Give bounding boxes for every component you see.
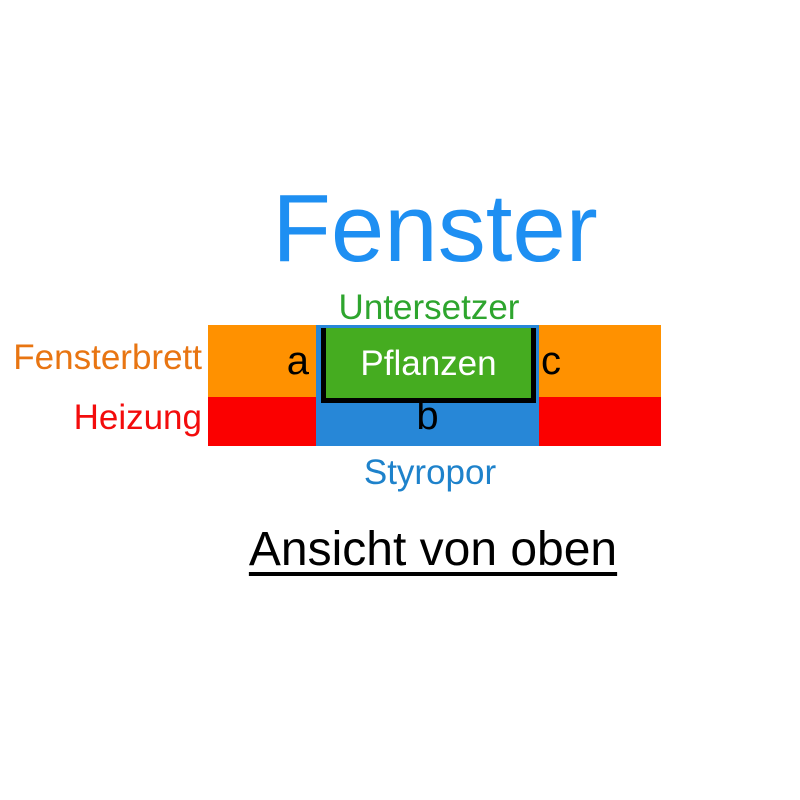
- windowsill-diagram: Pflanzen b a c: [208, 325, 661, 446]
- page-title: Fenster: [272, 175, 598, 282]
- label-c: c: [541, 339, 561, 383]
- label-pflanzen: Pflanzen: [360, 343, 497, 383]
- label-heizung: Heizung: [73, 398, 202, 437]
- styropor-rect: Pflanzen b: [316, 325, 539, 446]
- label-fensterbrett: Fensterbrett: [13, 338, 202, 377]
- untersetzer-outline: Pflanzen: [321, 328, 536, 403]
- label-styropor: Styropor: [363, 453, 497, 492]
- caption-ansicht-von-oben: Ansicht von oben: [248, 523, 618, 576]
- label-untersetzer: Untersetzer: [338, 288, 520, 327]
- label-b: b: [416, 394, 439, 438]
- label-a: a: [286, 339, 309, 383]
